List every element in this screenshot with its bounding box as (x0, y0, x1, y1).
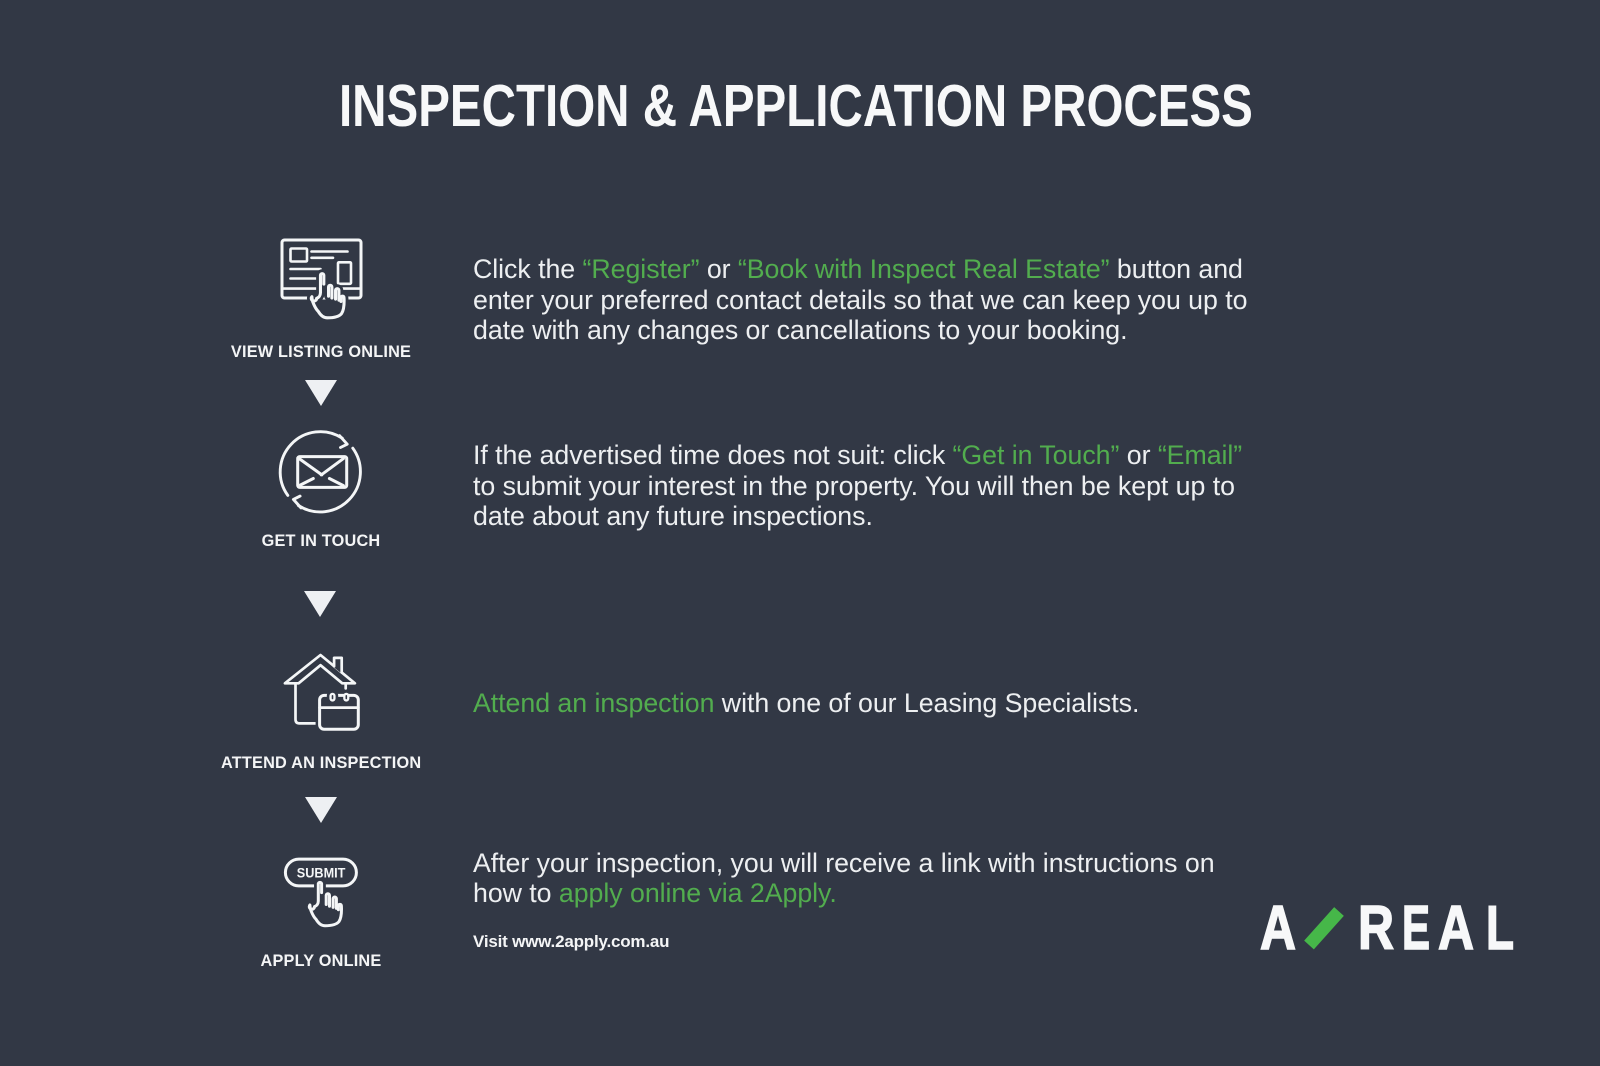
svg-text:A: A (1260, 896, 1296, 963)
svg-text:SUBMIT: SUBMIT (297, 865, 346, 880)
svg-text:E: E (1402, 896, 1430, 963)
svg-text:L: L (1486, 896, 1514, 963)
svg-text:A: A (1438, 896, 1474, 963)
svg-text:R: R (1358, 896, 1394, 963)
